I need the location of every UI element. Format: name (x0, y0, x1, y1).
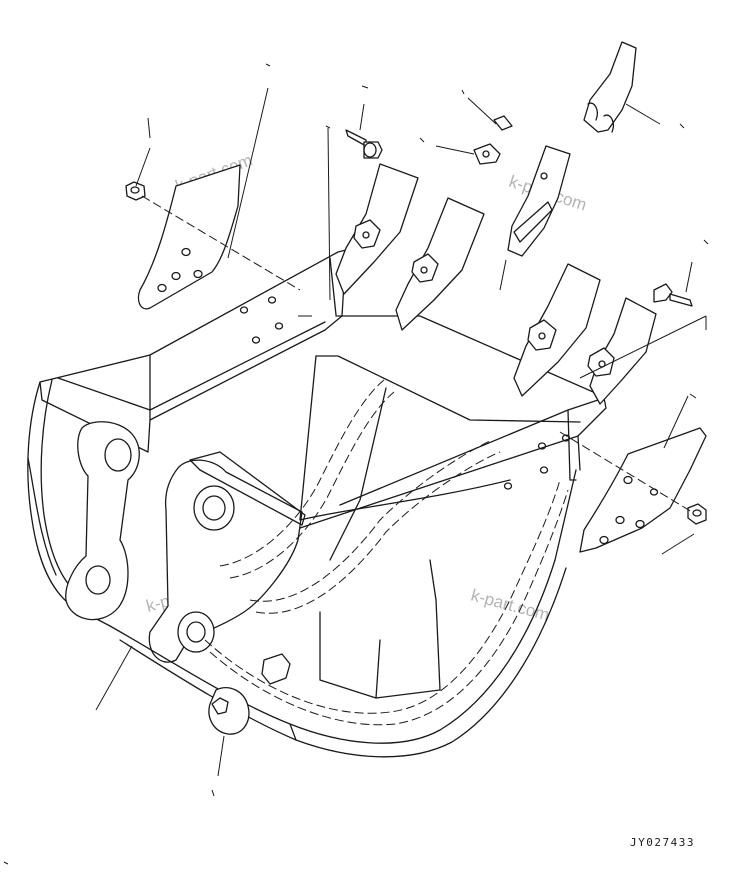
tooth-adapter-3 (513, 263, 601, 397)
tooth-with-pin (507, 145, 571, 257)
drawing-code: JY027433 (630, 836, 695, 849)
left-bolt-axis (141, 195, 301, 291)
tooth-adapter-2 (395, 197, 485, 331)
lock-washer (473, 143, 501, 165)
separate-tooth (583, 41, 637, 133)
right-bolt (653, 283, 693, 307)
lock-pin (493, 115, 513, 131)
bottom-block (261, 653, 291, 685)
tooth-adapter-1 (335, 163, 419, 295)
tooth-adapter-4 (587, 297, 657, 405)
right-nut (687, 503, 707, 525)
left-side-cutter (137, 164, 241, 310)
leader-lines (3, 63, 709, 865)
top-bolt (345, 129, 383, 159)
bucket-body (27, 249, 607, 758)
right-side-cutter (579, 427, 707, 553)
left-nut (125, 181, 146, 201)
bottom-hook (208, 687, 250, 735)
